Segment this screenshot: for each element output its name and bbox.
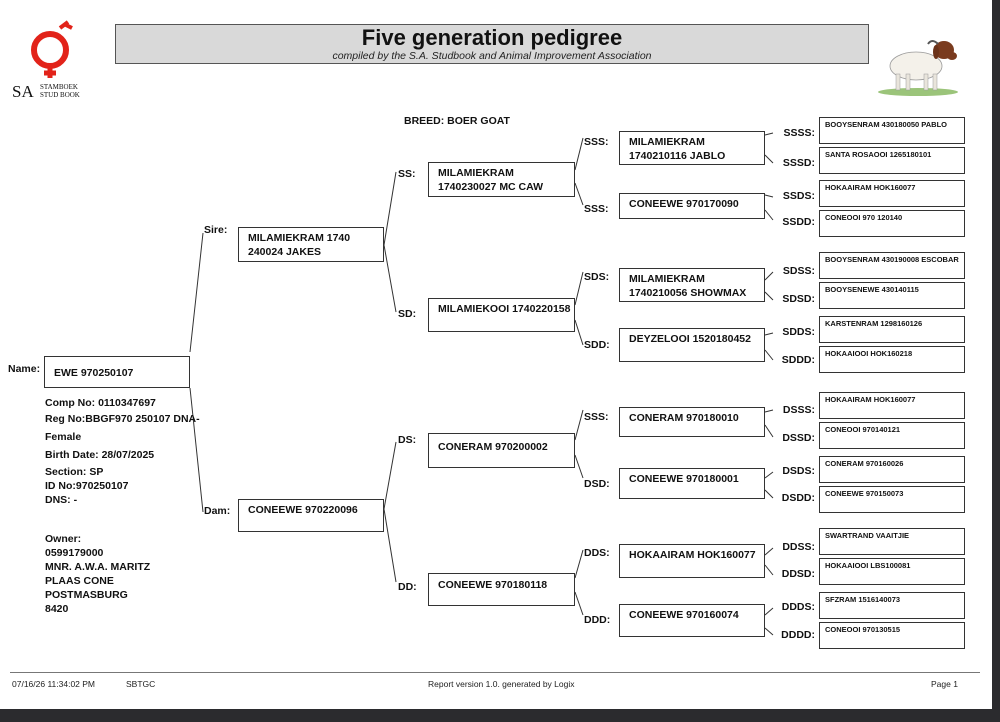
studbook-logo: SA STAMBOEK STUD BOOK: [8, 20, 98, 102]
footer-divider: [10, 672, 980, 673]
gen4-label-6: SDSD:: [782, 293, 815, 305]
studbook-logo-icon: [31, 20, 73, 78]
gen2-label-2: SD:: [398, 308, 417, 320]
owner-number: 0599179000: [45, 547, 104, 559]
animal-name-box: EWE 970250107: [44, 356, 190, 388]
comp-no: Comp No: 0110347697: [45, 397, 156, 409]
gen4-label-3: SSDS:: [782, 190, 815, 202]
gen4-label-16: DDDD:: [781, 629, 815, 641]
gen4-box-16: CONEOOI 970130515: [819, 622, 965, 649]
sire-box: MILAMIEKRAM 1740 240024 JAKES: [238, 227, 384, 262]
gen3-label-8: DDD:: [584, 614, 611, 626]
gen4-box-4: CONEOOI 970 120140: [819, 210, 965, 237]
gen3-box-3: MILAMIEKRAM 1740210056 SHOWMAX: [619, 268, 765, 302]
owner-town: POSTMASBURG: [45, 589, 128, 601]
owner-info: Owner: 0599179000 MNR. A.W.A. MARITZ PLA…: [45, 532, 150, 616]
dam-box: CONEEWE 970220096: [238, 499, 384, 532]
gen4-box-6: BOOYSENEWE 430140115: [819, 282, 965, 309]
gen4-label-14: DDSD:: [781, 568, 815, 580]
gen2-label-1: SS:: [398, 168, 416, 180]
gen4-box-9: HOKAAIRAM HOK160077: [819, 392, 965, 419]
gen4-label-12: DSDD:: [781, 492, 815, 504]
gen3-box-6: CONEEWE 970180001: [619, 468, 765, 499]
gen4-box-2: SANTA ROSAOOI 1265180101: [819, 147, 965, 174]
birth-date: Birth Date: 28/07/2025: [45, 449, 155, 461]
gen4-box-13: SWARTRAND VAAITJIE: [819, 528, 965, 555]
gen4-label-10: DSSD:: [782, 432, 815, 444]
gen4-box-14: HOKAAIOOI LBS100081: [819, 558, 965, 585]
gen2-box-2: MILAMIEKOOI 1740220158: [428, 298, 575, 332]
gen2-box-3: CONERAM 970200002: [428, 433, 575, 468]
footer-page: Page 1: [931, 679, 958, 689]
gen4-label-9: DSSS:: [782, 404, 815, 416]
title-bar: Five generation pedigree compiled by the…: [115, 24, 869, 64]
page-subtitle: compiled by the S.A. Studbook and Animal…: [332, 50, 652, 62]
gen4-box-11: CONERAM 970160026: [819, 456, 965, 483]
logo-line1: STAMBOEK: [40, 83, 78, 91]
gen4-box-8: HOKAAIOOI HOK160218: [819, 346, 965, 373]
gen4-box-3: HOKAAIRAM HOK160077: [819, 180, 965, 207]
animal-info: Comp No: 0110347697 Reg No:BBGF970 25010…: [45, 395, 200, 507]
page-title: Five generation pedigree: [361, 25, 623, 50]
footer-code: SBTGC: [126, 679, 156, 689]
gen4-label-7: SDDS:: [782, 326, 815, 338]
pedigree-lines: [189, 132, 774, 636]
logo-line2: STUD BOOK: [40, 91, 80, 99]
gen3-label-2: SSS:: [584, 203, 609, 215]
gen3-box-4: DEYZELOOI 1520180452: [619, 328, 765, 362]
gen4-label-13: DDSS:: [782, 541, 815, 553]
gen3-box-1: MILAMIEKRAM 1740210116 JABLO: [619, 131, 765, 165]
gen4-label-4: SSDD:: [782, 216, 815, 228]
gen4-box-15: SFZRAM 1516140073: [819, 592, 965, 619]
gen2-box-1: MILAMIEKRAM 1740230027 MC CAW: [428, 162, 575, 197]
goat-illustration: [870, 28, 965, 98]
section: Section: SP: [45, 466, 104, 478]
gen4-label-11: DSDS:: [782, 465, 815, 477]
name-label: Name:: [8, 363, 41, 375]
gen4-box-5: BOOYSENRAM 430190008 ESCOBAR: [819, 252, 965, 279]
pedigree-document: SA STAMBOEK STUD BOOK Five generation pe…: [0, 0, 992, 709]
sex: Female: [45, 431, 82, 443]
gen3-label-1: SSS:: [584, 136, 609, 148]
gen3-box-7: HOKAAIRAM HOK160077: [619, 544, 765, 578]
logo-sa: SA: [12, 82, 34, 101]
gen3-label-4: SDD:: [584, 339, 610, 351]
gen4-box-10: CONEOOI 970140121: [819, 422, 965, 449]
gen2-box-4: CONEEWE 970180118: [428, 573, 575, 606]
id-no: ID No:970250107: [45, 480, 129, 492]
gen3-box-5: CONERAM 970180010: [619, 407, 765, 437]
gen3-box-2: CONEEWE 970170090: [619, 193, 765, 219]
gen4-label-2: SSSD:: [782, 157, 815, 169]
goat-icon: [878, 40, 958, 96]
gen3-label-7: DDS:: [584, 547, 610, 559]
gen2-label-3: DS:: [398, 434, 417, 446]
dam-label: Dam:: [204, 505, 231, 517]
gen4-label-5: SDSS:: [782, 265, 815, 277]
reg-no: Reg No:BBGF970 250107 DNA-: [45, 413, 200, 425]
breed-label: BREED: BOER GOAT: [404, 115, 510, 127]
gen4-box-12: CONEEWE 970150073: [819, 486, 965, 513]
gen2-label-4: DD:: [398, 581, 417, 593]
footer-report: Report version 1.0. generated by Logix: [428, 679, 575, 689]
owner-farm: PLAAS CONE: [45, 575, 114, 587]
gen3-label-5: SSS:: [584, 411, 609, 423]
footer-datetime: 07/16/26 11:34:02 PM: [12, 679, 96, 689]
gen4-label-8: SDDD:: [781, 354, 815, 366]
owner-code: 8420: [45, 603, 69, 615]
gen3-label-6: DSD:: [584, 478, 610, 490]
gen4-box-7: KARSTENRAM 1298160126: [819, 316, 965, 343]
owner-name: MNR. A.W.A. MARITZ: [45, 561, 151, 573]
gen3-label-3: SDS:: [584, 271, 610, 283]
owner-label: Owner:: [45, 533, 82, 545]
gen3-box-8: CONEEWE 970160074: [619, 604, 765, 637]
sire-label: Sire:: [204, 224, 228, 236]
gen4-label-15: DDDS:: [781, 601, 815, 613]
dns: DNS: -: [45, 494, 78, 506]
gen4-label-1: SSSS:: [783, 127, 815, 139]
gen4-box-1: BOOYSENRAM 430180050 PABLO: [819, 117, 965, 144]
